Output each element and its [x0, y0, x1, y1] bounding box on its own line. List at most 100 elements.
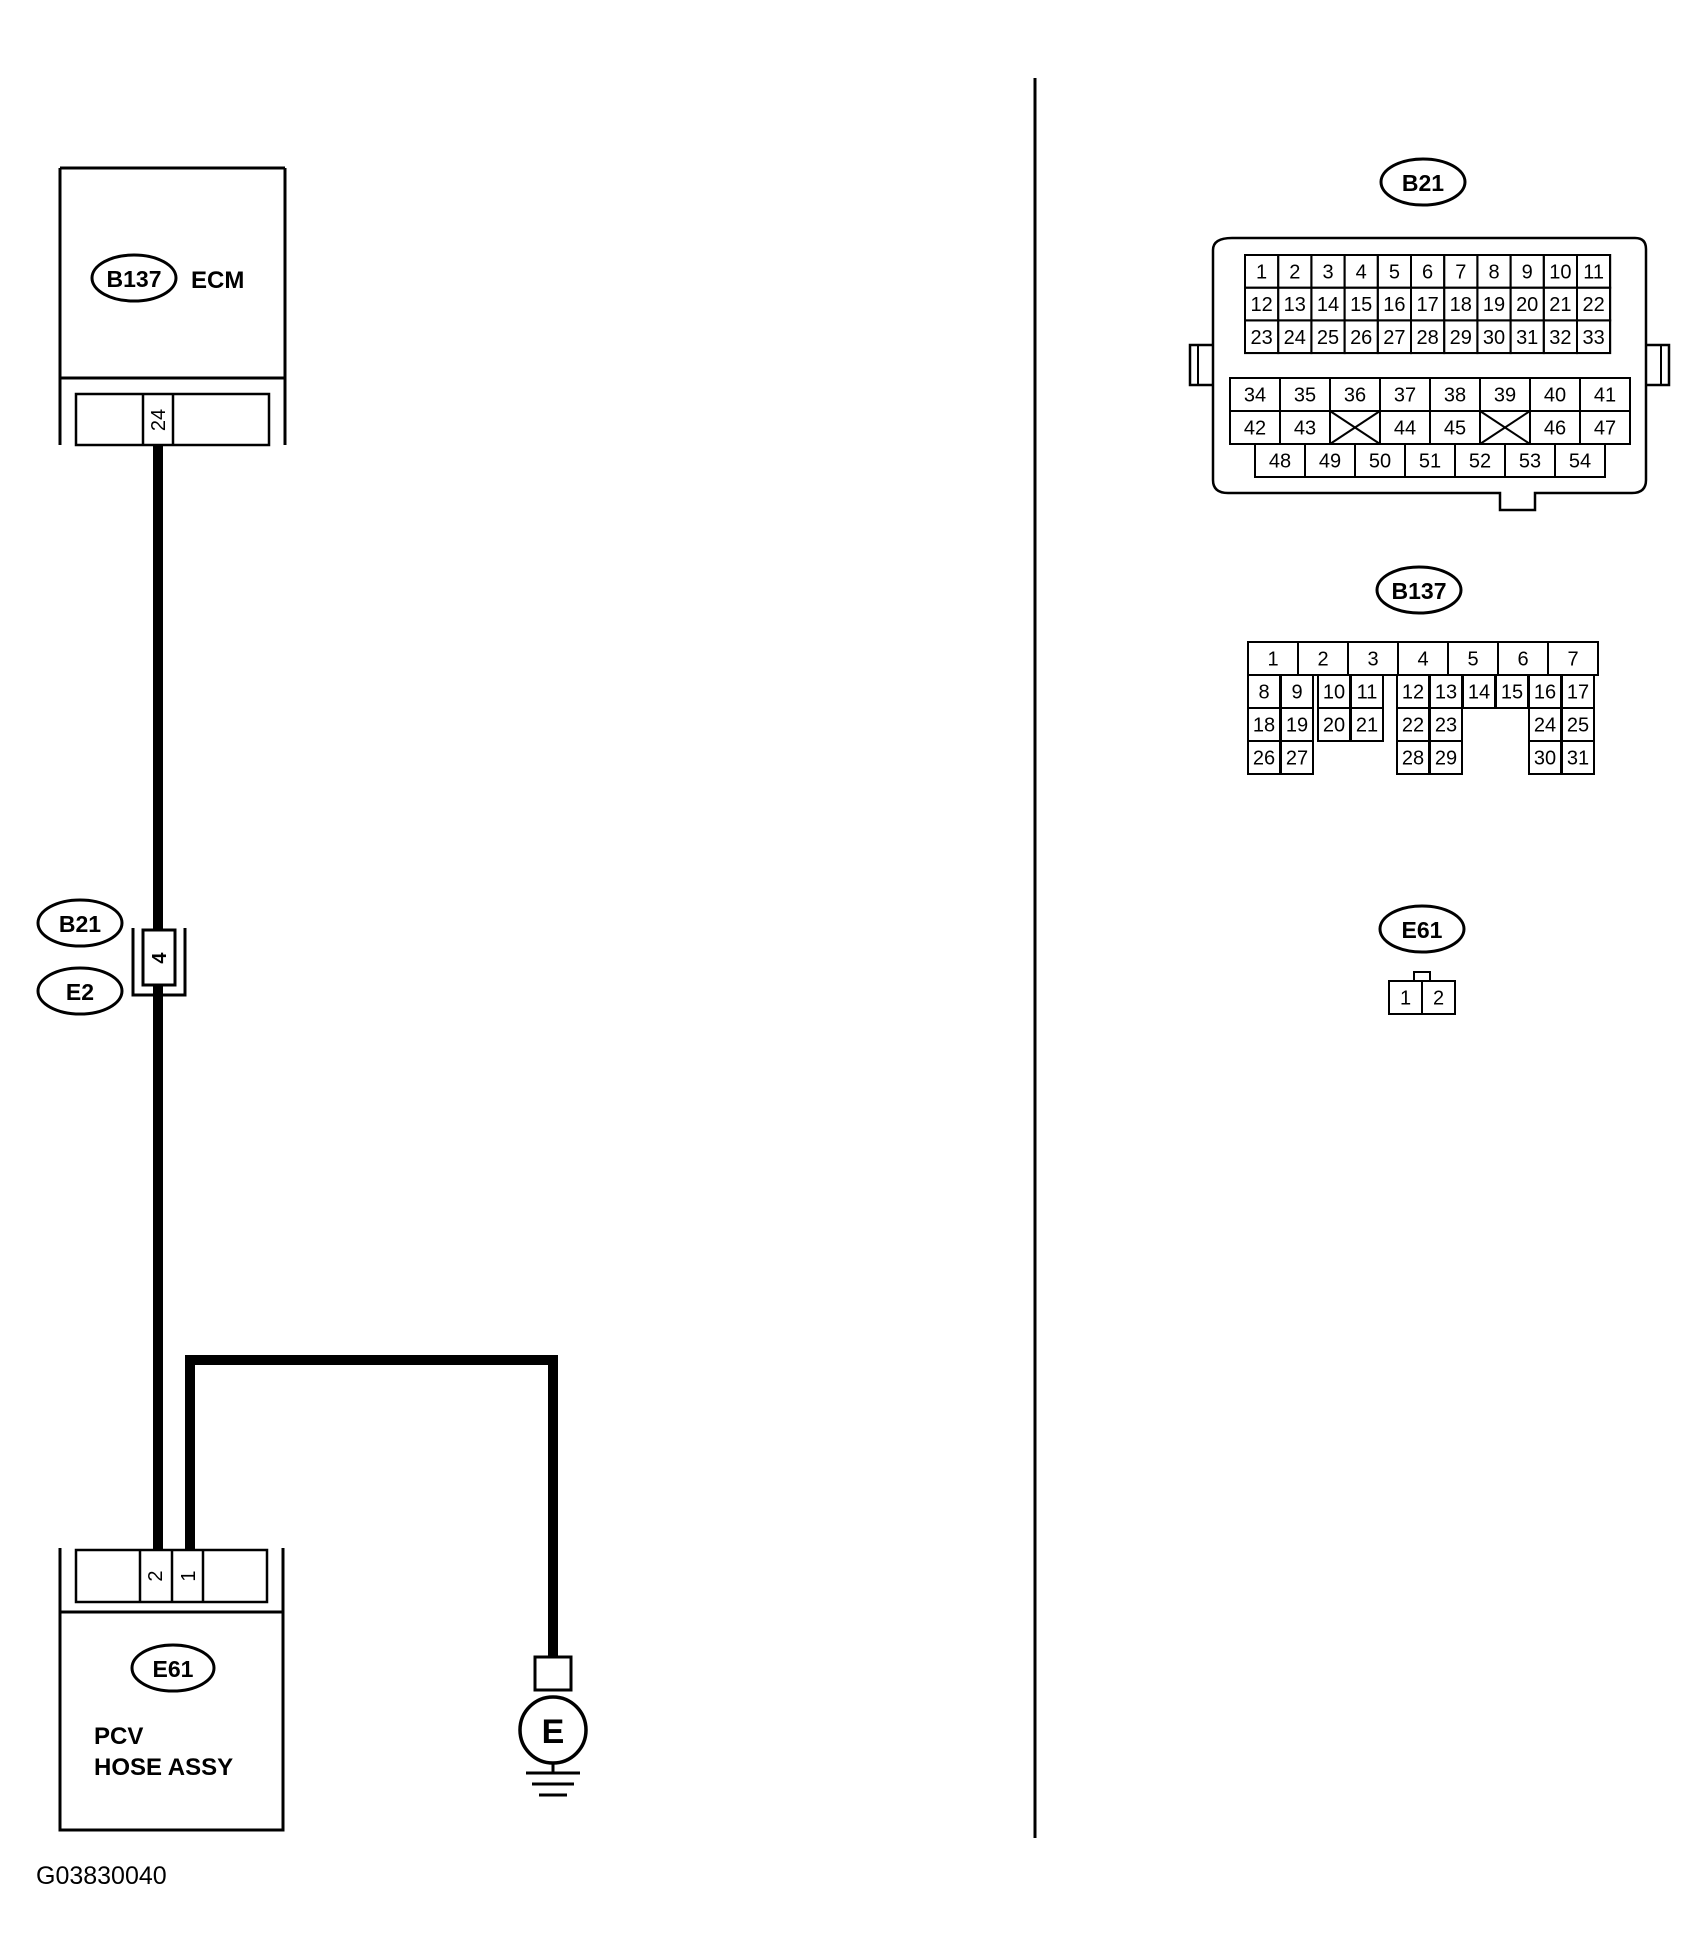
b137-cavity: 17: [1561, 674, 1595, 709]
pin-number: 8: [1488, 261, 1499, 283]
b21-cavity: 49: [1304, 443, 1356, 478]
pin-number: 13: [1435, 682, 1457, 704]
b21-cavity: 19: [1476, 286, 1512, 322]
pin-number: 22: [1582, 294, 1604, 316]
pin-number: 32: [1549, 327, 1571, 349]
b21-cavity: 2: [1277, 254, 1313, 289]
pin-number: 7: [1567, 649, 1578, 671]
b137-cavity: 28: [1396, 740, 1430, 775]
b21-cavity: 10: [1542, 254, 1579, 289]
pin-number: 6: [1517, 649, 1528, 671]
b21-cavity: 34: [1229, 377, 1281, 412]
b21-cavity: 17: [1410, 286, 1446, 322]
b21-cavity: 33: [1576, 319, 1612, 355]
pin-number: 5: [1389, 261, 1400, 283]
b21-cavity: 46: [1529, 410, 1581, 445]
ecm-connector-label: B137: [107, 266, 162, 292]
b137-cavity: 18: [1247, 707, 1281, 742]
pin-number: 45: [1444, 418, 1466, 440]
pin-number: 33: [1582, 327, 1604, 349]
b21-cavity: 13: [1277, 286, 1313, 322]
b137-cavity: 26: [1247, 740, 1281, 775]
pin-number: 15: [1350, 294, 1372, 316]
b21-cavity: 32: [1542, 319, 1579, 355]
pin-number: 30: [1534, 748, 1556, 770]
pin-number: 8: [1258, 682, 1269, 704]
pin-number: 21: [1356, 715, 1378, 737]
pcv-name-line2: HOSE ASSY: [94, 1754, 233, 1781]
b21-cavity: 25: [1310, 319, 1346, 355]
pcv-hose-assy: 2 1 E61 PCV HOSE ASSY: [58, 1548, 285, 1832]
pin-number: 18: [1253, 715, 1275, 737]
ground-e: E: [518, 1655, 588, 1797]
b21-cavity: 12: [1244, 286, 1280, 322]
pin-number: 35: [1294, 385, 1316, 407]
pin-number: 1: [1400, 988, 1411, 1010]
junction-connector: 4 B21 E2: [36, 898, 187, 1016]
pin-number: 46: [1544, 418, 1566, 440]
pin-number: 28: [1416, 327, 1438, 349]
pin-number: 3: [1322, 261, 1333, 283]
b137-cavity: 10: [1317, 674, 1351, 709]
pin-number: 44: [1394, 418, 1416, 440]
b21-cavity: 22: [1576, 286, 1612, 322]
pin-number: 30: [1483, 327, 1505, 349]
b21-cavity: 50: [1354, 443, 1406, 478]
pin-number: 12: [1250, 294, 1272, 316]
b21-cavity: 21: [1542, 286, 1579, 322]
b137-cavity: 24: [1528, 707, 1562, 742]
b21-cavity: 11: [1576, 254, 1612, 289]
b137-cavity: 16: [1528, 674, 1562, 709]
pin-number: 54: [1569, 451, 1591, 473]
pin-number: 34: [1244, 385, 1266, 407]
b21-cavity: 38: [1429, 377, 1481, 412]
pin-number: 51: [1419, 451, 1441, 473]
pin-number: 14: [1317, 294, 1339, 316]
b21-cavity: 23: [1244, 319, 1280, 355]
b21-cavity: 53: [1504, 443, 1556, 478]
e61-cavity: 1: [1388, 980, 1423, 1015]
pin-number: 39: [1494, 385, 1516, 407]
ecm-name-label: ECM: [191, 267, 244, 294]
b137-cavity: 9: [1280, 674, 1314, 709]
pin-number: 43: [1294, 418, 1316, 440]
b137-cavity: 1: [1247, 641, 1299, 676]
b21-cavity: 14: [1310, 286, 1346, 322]
pin-number: 5: [1467, 649, 1478, 671]
pin-number: 47: [1594, 418, 1616, 440]
b21-cavity: 44: [1379, 410, 1431, 445]
b137-cavity: 3: [1347, 641, 1399, 676]
pin-number: 17: [1567, 682, 1589, 704]
junction-pin-label: 4: [149, 952, 171, 964]
pin-number: 10: [1549, 261, 1571, 283]
b21-cavity: 29: [1443, 319, 1479, 355]
ecm-pin-label: 24: [148, 409, 170, 431]
pin-number: 11: [1357, 682, 1378, 704]
b137-cavity: 29: [1429, 740, 1463, 775]
pin-number: 15: [1501, 682, 1523, 704]
pin-number: 48: [1269, 451, 1291, 473]
pin-number: 14: [1468, 682, 1490, 704]
pin-number: 16: [1534, 682, 1556, 704]
b137-cavity: 15: [1495, 674, 1529, 709]
b21-cavity: 36: [1329, 377, 1381, 412]
pin-number: 3: [1367, 649, 1378, 671]
pin-number: 2: [1289, 261, 1300, 283]
pin-number: 1: [1256, 261, 1267, 283]
pin-number: 38: [1444, 385, 1466, 407]
pin-number: 36: [1344, 385, 1366, 407]
b21-cavity: 5: [1376, 254, 1413, 289]
b21-cavity: 31: [1509, 319, 1545, 355]
wire-pcv-to-ground: [185, 1355, 558, 1657]
pin-number: 49: [1319, 451, 1341, 473]
pin-number: 9: [1522, 261, 1533, 283]
pin-number: 29: [1450, 327, 1472, 349]
pcv-pin-2-label: 2: [145, 1570, 167, 1581]
b21-cavity: 45: [1429, 410, 1481, 445]
pin-number: 7: [1455, 261, 1466, 283]
pin-number: 25: [1567, 715, 1589, 737]
b137-cavity: 12: [1396, 674, 1430, 709]
